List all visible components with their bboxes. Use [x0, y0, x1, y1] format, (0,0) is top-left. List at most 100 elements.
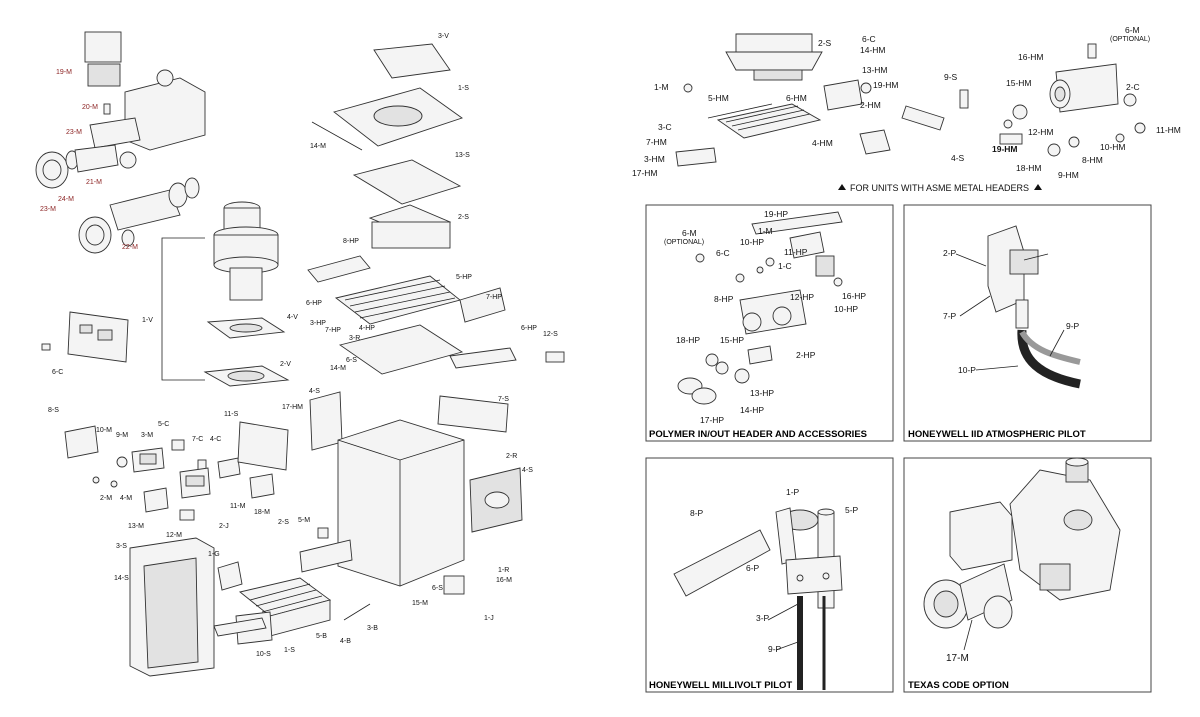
- arrow-up-icon: [1034, 184, 1042, 190]
- label-2-HP: 2-HP: [796, 350, 816, 360]
- plug-fitting: [119, 151, 137, 169]
- label-17-HM: 17-HM: [282, 404, 303, 411]
- elbow-fitting: [109, 189, 181, 231]
- label-20-M: 20-M: [82, 104, 98, 111]
- label-5-P: 5-P: [845, 505, 859, 515]
- label-19-HP: 19-HP: [764, 209, 788, 219]
- label-13-S: 13-S: [455, 152, 470, 159]
- label-6-C: 6-C: [52, 369, 63, 376]
- label-5-C: 5-C: [158, 421, 169, 428]
- label-7-HP-b: 7-HP: [325, 327, 341, 334]
- label-12-S: 12-S: [543, 331, 558, 338]
- label-6-HP: 6-HP: [306, 300, 322, 307]
- base-assembly: 3-S 14-S 2-S 1-G 5-M 10-S 1-S 5-B 4-B 3-…: [114, 517, 378, 677]
- label-18-M: 18-M: [254, 509, 270, 516]
- left-exploded-diagram: 19-M 20-M 23-M 21-M 24-M 23-M 22-M 1-V 2…: [35, 31, 565, 677]
- label-3-R: 3-R: [349, 335, 360, 342]
- label-4-V: 4-V: [287, 314, 298, 321]
- label-8-HM: 8-HM: [1082, 155, 1103, 165]
- label-21-M: 21-M: [86, 179, 102, 186]
- label-17-HP: 17-HP: [700, 415, 724, 425]
- label-5-HP: 5-HP: [456, 274, 472, 281]
- label-17-M: 17-M: [946, 653, 969, 664]
- texas-plug: [983, 595, 1013, 629]
- label-6-C-polymer: 6-C: [716, 248, 730, 258]
- control-bracket: [237, 421, 289, 471]
- asme-heat-exchanger: [716, 103, 822, 139]
- label-2-S-top: 2-S: [458, 214, 469, 221]
- label-7-HP: 7-HP: [486, 294, 502, 301]
- label-13-M: 13-M: [128, 523, 144, 530]
- label-9-HM: 9-HM: [1058, 170, 1079, 180]
- gas-valve-body-texas: [1009, 469, 1121, 601]
- label-12-M: 12-M: [166, 532, 182, 539]
- label-19-HM-b: 19-HM: [992, 144, 1018, 154]
- label-9-P-mv: 9-P: [768, 644, 782, 654]
- label-10-HM: 10-HM: [1100, 142, 1126, 152]
- label-12-HM: 12-HM: [1028, 127, 1054, 137]
- flue-collector: [352, 159, 462, 205]
- panel-caption: HONEYWELL MILLIVOLT PILOT: [649, 680, 792, 691]
- label-3-V: 3-V: [438, 33, 449, 40]
- label-4-M: 4-M: [120, 495, 132, 502]
- label-5-HM: 5-HM: [708, 93, 729, 103]
- label-16-HM: 16-HM: [1018, 52, 1044, 62]
- panel-caption: TEXAS CODE OPTION: [908, 680, 1009, 691]
- label-1-C: 1-C: [778, 261, 792, 271]
- label-1-S: 1-S: [458, 85, 469, 92]
- heat-exchanger: [334, 275, 461, 325]
- label-14-M: 14-M: [330, 365, 346, 372]
- panel-caption: HONEYWELL IID ATMOSPHERIC PILOT: [908, 429, 1086, 440]
- polymer-labels: 19-HP 6-M (OPTIONAL) 1-M 10-HP 6-C 11-HP…: [664, 209, 866, 425]
- label-2-M: 2-M: [100, 495, 112, 502]
- valve-cover-box: [84, 31, 122, 63]
- label-18-HP: 18-HP: [676, 335, 700, 345]
- polymer-manifold-top: [751, 211, 843, 235]
- label-optional-asme: (OPTIONAL): [1110, 36, 1150, 43]
- label-8-P: 8-P: [690, 508, 704, 518]
- label-5-B: 5-B: [316, 633, 327, 640]
- label-14-S: 14-S: [114, 575, 129, 582]
- label-11-S: 11-S: [224, 411, 239, 418]
- label-9-P-iid: 9-P: [1066, 321, 1080, 331]
- label-12-HP: 12-HP: [790, 292, 814, 302]
- label-4-C: 4-C: [210, 436, 221, 443]
- label-2-J: 2-J: [219, 523, 229, 530]
- label-7-C: 7-C: [192, 436, 203, 443]
- label-10-HP-b: 10-HP: [834, 304, 858, 314]
- label-17-HM-asme: 17-HM: [632, 168, 658, 178]
- label-1-M-polymer: 1-M: [758, 226, 773, 236]
- label-1-J: 1-J: [484, 615, 494, 622]
- cabinet-stack: 3-V 1-S 14-M 13-S 2-S 8-HP 6-HP 3-HP 7-H…: [282, 33, 565, 622]
- control-panel-parts: 8-S 10-M 9-M 3-M 5-C 7-C 4-C 2-M 4-M 13-…: [48, 407, 289, 539]
- label-23-M: 23-M: [66, 129, 82, 136]
- label-2-P-iid: 2-P: [943, 248, 957, 258]
- valve-knob: [156, 69, 174, 87]
- label-5-M: 5-M: [298, 517, 310, 524]
- label-22-M: 22-M: [122, 244, 138, 251]
- label-15-HP: 15-HP: [720, 335, 744, 345]
- label-4-HM: 4-HM: [812, 138, 833, 148]
- label-3-HP: 3-HP: [310, 320, 326, 327]
- label-8-HP-polymer: 8-HP: [714, 294, 734, 304]
- label-10-M: 10-M: [96, 427, 112, 434]
- pipe-nipple-top: [74, 144, 119, 173]
- label-14-M-top: 14-M: [310, 143, 326, 150]
- pilot-wire: [1019, 330, 1081, 365]
- label-24-M: 24-M: [58, 196, 74, 203]
- label-6-HP-b: 6-HP: [521, 325, 537, 332]
- label-4-HP: 4-HP: [359, 325, 375, 332]
- label-3-C: 3-C: [658, 122, 672, 132]
- label-19-M: 19-M: [56, 69, 72, 76]
- pilot-body: [785, 555, 843, 595]
- label-3-S: 3-S: [116, 543, 127, 550]
- asme-header-diagram: 2-S 6-C 14-HM 13-HM 19-HM 2-HM 1-M 5-HM …: [632, 25, 1181, 193]
- label-1-V: 1-V: [142, 317, 153, 324]
- label-6-M-polymer: 6-M: [682, 228, 697, 238]
- label-8-S: 8-S: [48, 407, 59, 414]
- label-14-HP: 14-HP: [740, 405, 764, 415]
- valve-actuator: [87, 63, 121, 87]
- label-2-R: 2-R: [506, 453, 517, 460]
- control-door: [64, 425, 99, 459]
- label-1-R: 1-R: [498, 567, 509, 574]
